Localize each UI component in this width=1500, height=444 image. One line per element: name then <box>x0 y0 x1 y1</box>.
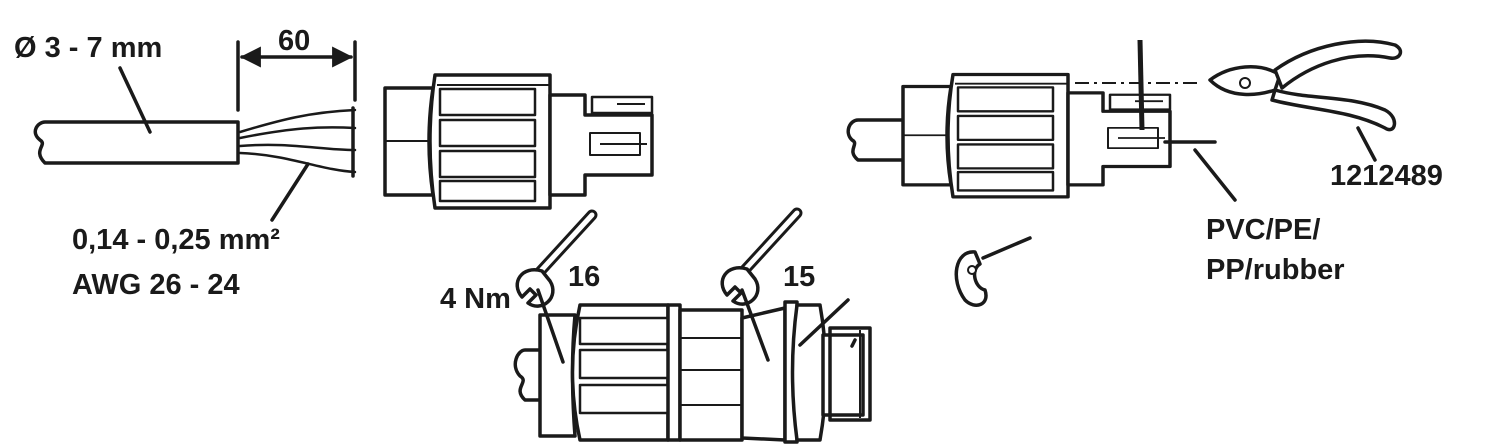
connector-housing <box>383 73 654 210</box>
assembled-connector <box>513 288 872 444</box>
wire-cross-section-label: 0,14 - 0,25 mm² <box>72 224 280 256</box>
cutting-pliers-icon <box>1075 39 1403 202</box>
cable-end <box>846 118 907 162</box>
awg-range-label: AWG 26 - 24 <box>72 269 240 301</box>
tool-part-number-label: 1212489 <box>1330 160 1443 192</box>
strip-length-label: 60 <box>278 25 311 57</box>
wrench-size-15-label: 15 <box>783 261 816 293</box>
torque-label: 4 Nm <box>440 283 511 315</box>
lock-clip <box>954 236 1032 307</box>
wrench-size-16-label: 16 <box>568 261 601 293</box>
strip-length-dimension <box>236 40 357 112</box>
stripped-cable <box>33 66 357 222</box>
connector-cut-view <box>901 72 1172 199</box>
cable-diameter-label: Ø 3 - 7 mm <box>14 32 163 64</box>
insulation-material-label-1: PVC/PE/ <box>1206 214 1321 246</box>
insulation-material-label-2: PP/rubber <box>1206 254 1345 286</box>
